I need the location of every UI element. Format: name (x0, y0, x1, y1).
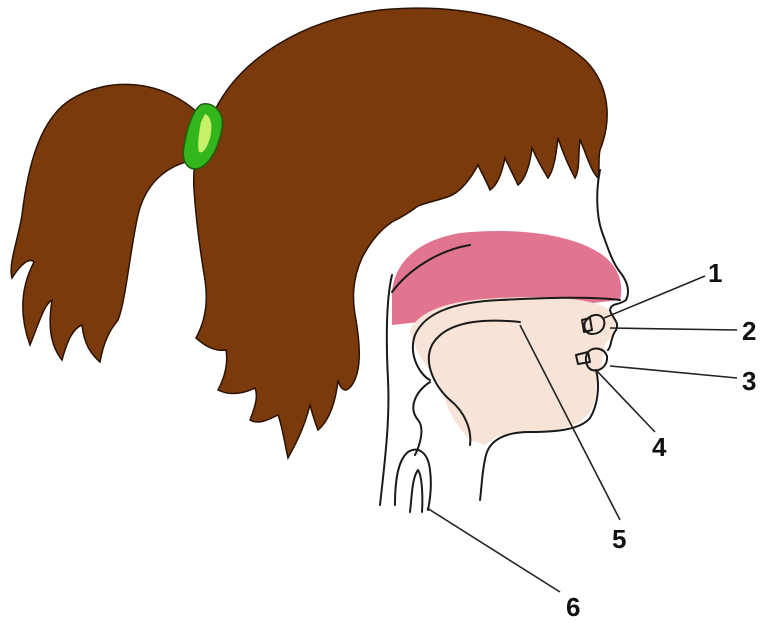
label-6: 6 (566, 592, 580, 622)
label-5: 5 (612, 524, 626, 554)
leader-line-2 (610, 328, 737, 330)
ponytail (11, 84, 200, 362)
epiglottis-outline (413, 382, 430, 455)
label-4: 4 (652, 432, 667, 462)
leader-line-6 (427, 508, 560, 592)
label-1: 1 (708, 258, 722, 288)
leader-line-3 (610, 366, 737, 378)
label-2: 2 (742, 316, 756, 346)
posterior-pharynx (380, 275, 392, 505)
label-3: 3 (742, 366, 756, 396)
larynx-outline-inner (410, 470, 422, 512)
leader-line-4 (596, 370, 655, 432)
